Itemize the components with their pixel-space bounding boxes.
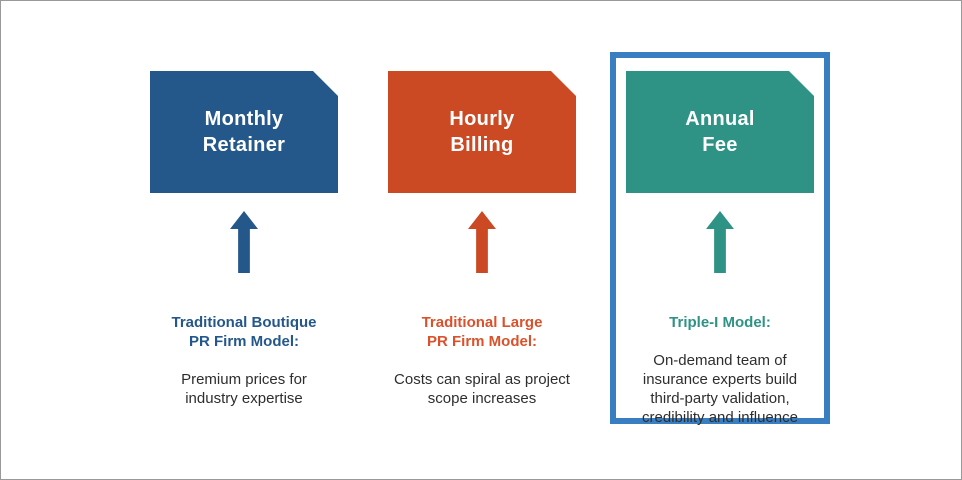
model-text-block: Traditional Large PR Firm Model: Costs c… — [360, 294, 604, 427]
model-description: Costs can spiral as project scope increa… — [394, 371, 570, 407]
card-title: Annual Fee — [685, 108, 755, 156]
model-description: On-demand team of insurance experts buil… — [642, 352, 798, 426]
card-title: Monthly Retainer — [202, 108, 286, 156]
model-text-block: Traditional Boutique PR Firm Model: Prem… — [122, 294, 366, 427]
column-monthly-retainer: Monthly Retainer Traditional Boutique PR… — [150, 71, 338, 427]
card-title: Hourly Billing — [449, 108, 515, 156]
card-hourly-billing: Hourly Billing — [388, 71, 576, 193]
up-arrow-icon — [230, 211, 258, 273]
up-arrow-icon — [468, 211, 496, 273]
model-text-block: Triple-I Model: On-demand team of insura… — [598, 294, 842, 446]
model-description: Premium prices for industry expertise — [181, 371, 307, 407]
column-hourly-billing: Hourly Billing Traditional Large PR Firm… — [388, 71, 576, 427]
model-label: Triple-I Model: — [669, 314, 771, 331]
card-annual-fee: Annual Fee — [626, 71, 814, 193]
column-annual-fee: Annual Fee Triple-I Model: On-demand tea… — [626, 71, 814, 446]
model-label: Traditional Boutique PR Firm Model: — [171, 314, 317, 350]
up-arrow-icon — [706, 211, 734, 273]
card-monthly-retainer: Monthly Retainer — [150, 71, 338, 193]
model-label: Traditional Large PR Firm Model: — [421, 314, 543, 350]
triple-i-highlight-border — [610, 52, 830, 424]
